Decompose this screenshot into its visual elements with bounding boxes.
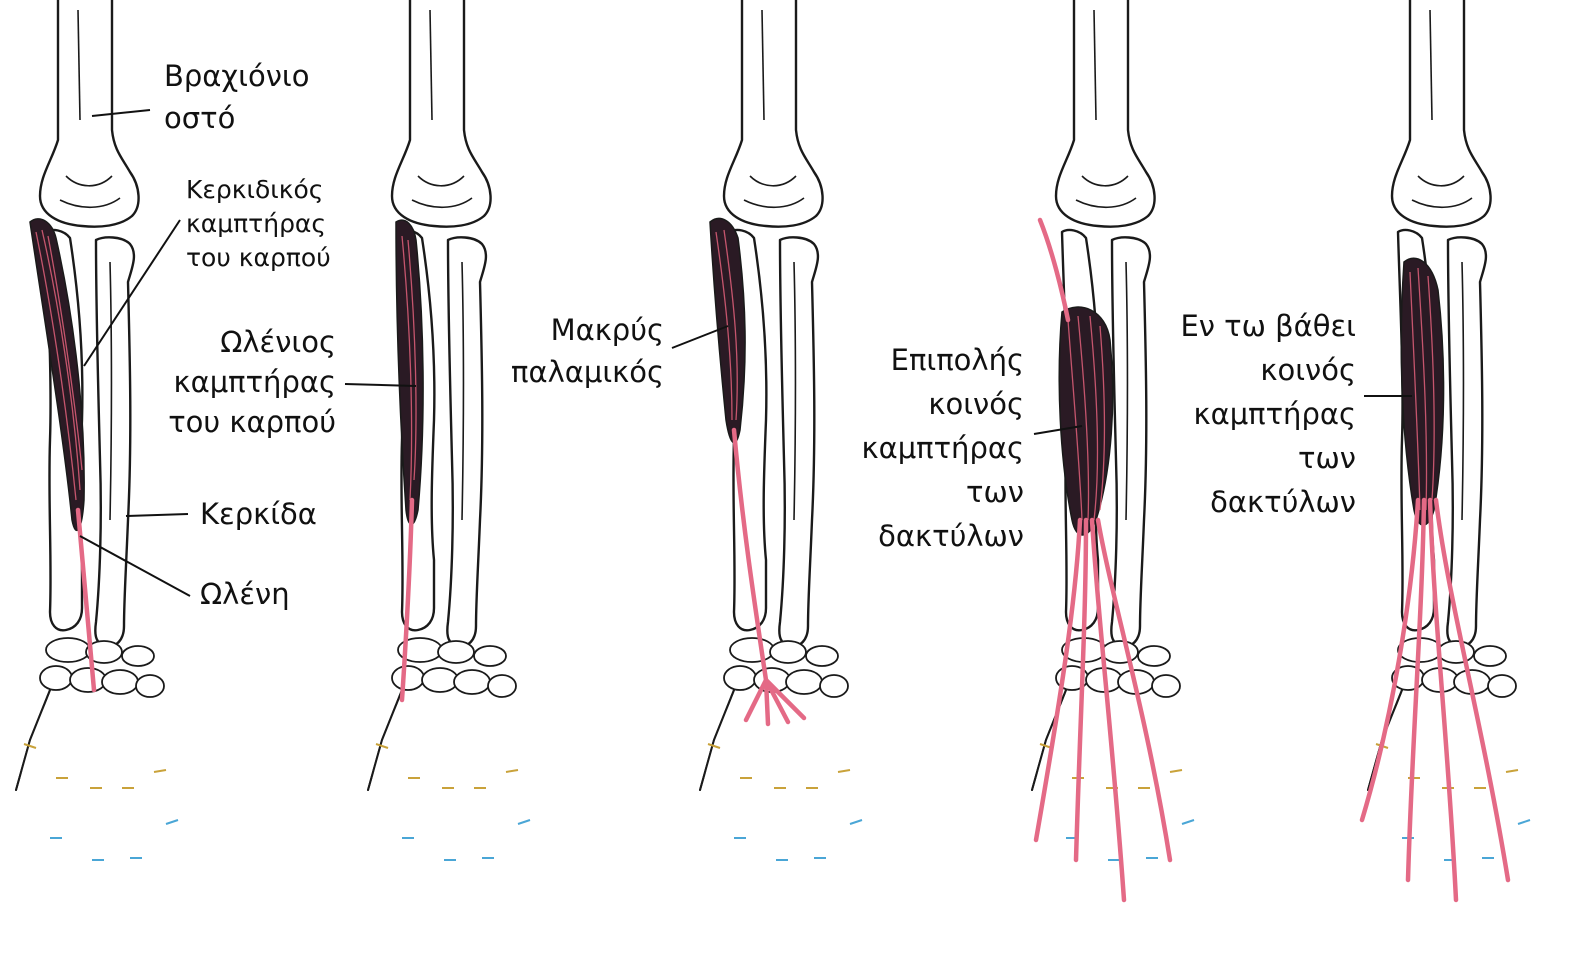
label-humerus-line-1: Βραχιόνιο <box>164 59 309 93</box>
arm-panel-4 <box>1032 0 1198 930</box>
label-flexor-digitorum-superficialis: Επιπολής κοινός καμπτήρας των δακτύλων <box>861 343 1024 553</box>
label-fcr-line-1: Κερκιδικός <box>186 175 323 204</box>
label-fds-line-3: καμπτήρας <box>861 431 1024 465</box>
label-fcu-line-1: Ωλένιος <box>220 325 336 359</box>
label-fds-line-2: κοινός <box>928 387 1024 421</box>
label-fdp-line-5: δακτύλων <box>1210 485 1356 519</box>
label-fcr-line-3: του καρπού <box>186 243 331 272</box>
arm-skeleton <box>368 0 534 930</box>
label-fdp-line-2: κοινός <box>1260 353 1356 387</box>
label-flexor-carpi-ulnaris: Ωλένιος καμπτήρας του καρπού <box>168 325 336 439</box>
flexor-digitorum-superficialis-muscle <box>1036 220 1170 900</box>
label-fcu-line-3: του καρπού <box>168 405 336 439</box>
label-humerus: Βραχιόνιο οστό <box>164 59 309 135</box>
label-fdp-line-1: Εν τω βάθει <box>1180 309 1356 343</box>
arm-panel-5 <box>1362 0 1534 930</box>
leader-ulna <box>80 536 190 596</box>
leader-radius <box>126 514 188 516</box>
label-fds-line-4: των <box>966 475 1024 509</box>
arm-panel-2 <box>368 0 534 930</box>
label-pl-line-1: Μακρύς <box>551 313 664 347</box>
label-fcu-line-2: καμπτήρας <box>173 365 336 399</box>
label-radius: Κερκίδα <box>200 497 317 531</box>
label-fdp-line-4: των <box>1298 441 1356 475</box>
arm-skeleton <box>16 0 182 930</box>
label-fcr-line-2: καμπτήρας <box>186 209 326 238</box>
label-flexor-carpi-radialis: Κερκιδικός καμπτήρας του καρπού <box>186 175 331 272</box>
label-flexor-digitorum-profundus: Εν τω βάθει κοινός καμπτήρας των δακτύλω… <box>1180 309 1356 519</box>
flexor-digitorum-profundus-muscle <box>1362 258 1508 900</box>
label-fdp-line-3: καμπτήρας <box>1193 397 1356 431</box>
label-pl-line-2: παλαμικός <box>511 355 664 389</box>
label-palmaris-longus: Μακρύς παλαμικός <box>511 313 664 389</box>
label-fds-line-1: Επιπολής <box>891 343 1024 377</box>
label-ulna: Ωλένη <box>200 577 290 611</box>
arm-skeleton <box>700 0 866 930</box>
arm-panel-3 <box>700 0 866 930</box>
label-fds-line-5: δακτύλων <box>878 519 1024 553</box>
arm-panel-1 <box>16 0 182 930</box>
label-humerus-line-2: οστό <box>164 101 235 135</box>
